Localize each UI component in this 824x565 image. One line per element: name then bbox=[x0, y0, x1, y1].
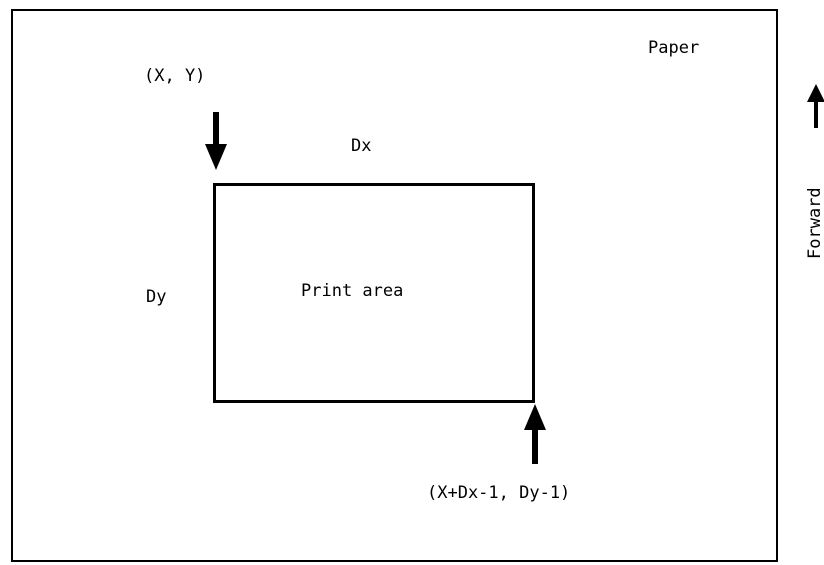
dy-label: Dy bbox=[146, 287, 167, 307]
arrow-up-icon bbox=[524, 404, 546, 464]
print-area-box bbox=[213, 183, 535, 403]
forward-arrow-icon bbox=[807, 84, 824, 128]
end-coordinate-label: (X+Dx-1, Dy-1) bbox=[427, 483, 571, 503]
arrow-down-icon bbox=[205, 112, 227, 170]
print-area-label: Print area bbox=[301, 281, 404, 301]
start-coordinate-label: (X, Y) bbox=[144, 66, 206, 86]
paper-border bbox=[11, 9, 778, 562]
dx-label: Dx bbox=[351, 136, 372, 156]
paper-label: Paper bbox=[648, 38, 700, 58]
forward-label: Forward bbox=[805, 187, 824, 259]
